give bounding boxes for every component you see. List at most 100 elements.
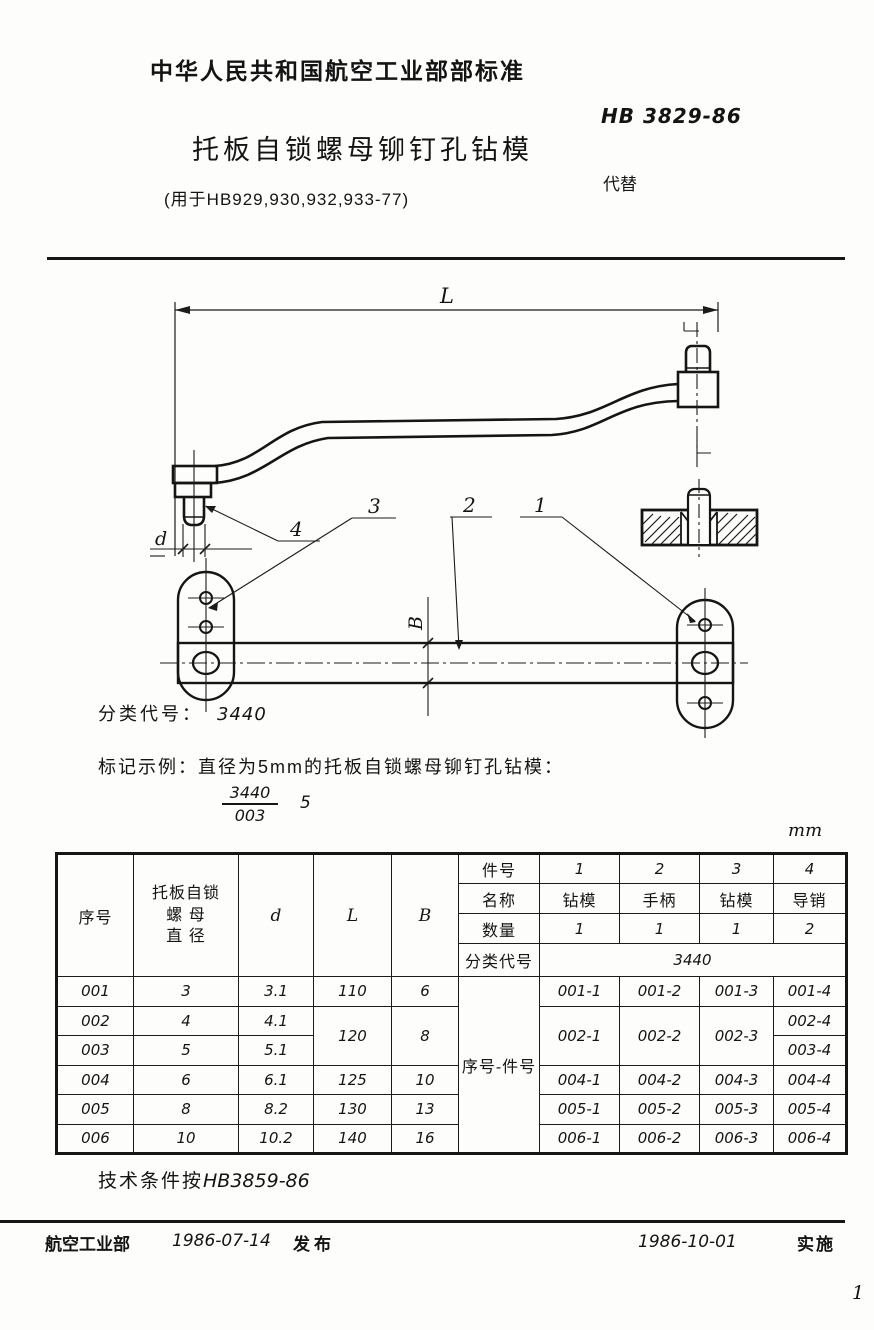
table-cell: 120	[313, 1005, 392, 1066]
table-cell: 130	[313, 1094, 392, 1125]
marking-example-suffix: 5	[300, 793, 311, 813]
table-cell: 003	[56, 1035, 134, 1066]
table-cell: 16	[391, 1123, 459, 1154]
dimension-L	[174, 302, 719, 556]
standard-number: HB 3829-86	[601, 104, 742, 128]
leader2-arrow	[455, 640, 463, 650]
tech-note-standard: HB3859-86	[203, 1170, 310, 1192]
table-cell: 10.2	[238, 1123, 314, 1154]
table-cell: 005-3	[699, 1094, 774, 1125]
table-cell: 004-4	[773, 1064, 847, 1095]
document-title: 托板自锁螺母铆钉孔钻模	[192, 135, 533, 165]
col-header-L: L	[313, 853, 392, 977]
classification-line: 分类代号： 3440	[98, 700, 267, 726]
table-cell: 001	[56, 976, 134, 1007]
table-cell: 005-2	[619, 1094, 700, 1125]
table-cell: 006-1	[539, 1123, 620, 1154]
table-cell: 钻模	[699, 883, 774, 914]
table-cell: 1	[539, 853, 620, 884]
dim-B-label: B	[405, 616, 427, 631]
centerlines-side	[193, 322, 711, 562]
diameter-header-line1: 托板自锁	[151, 885, 220, 903]
table-cell: 6.1	[238, 1064, 314, 1095]
col-header-seq: 序号	[56, 853, 134, 977]
table-cell: 004-3	[699, 1064, 774, 1095]
handle-side-view	[171, 344, 720, 527]
table-cell: 10	[133, 1123, 239, 1154]
leader1-arrow	[687, 613, 696, 623]
table-cell: 6	[391, 976, 459, 1007]
marking-example-text: 标记示例：直径为5mm的托板自锁螺母铆钉孔钻模：	[98, 757, 564, 777]
class-code-value: 3440	[539, 943, 847, 977]
table-cell: 2	[619, 853, 700, 884]
table-cell: 005-4	[773, 1094, 847, 1125]
fraction-denominator: 003	[234, 806, 266, 825]
fraction-numerator: 3440	[222, 783, 278, 805]
technical-conditions-note: 技术条件按HB3859-86	[98, 1166, 310, 1193]
table-cell: 2	[773, 913, 847, 944]
leader4-arrow	[205, 506, 216, 513]
table-cell: 002-4	[773, 1005, 847, 1036]
diameter-header-line2: 螺 母	[166, 906, 206, 924]
table-cell: 004	[56, 1064, 134, 1095]
table-cell: 140	[313, 1123, 392, 1154]
table-cell: 8.2	[238, 1094, 314, 1125]
table-cell: 004-1	[539, 1064, 620, 1095]
table-cell: 110	[313, 976, 392, 1007]
row-header-qty: 数量	[458, 913, 540, 944]
table-cell: 001-2	[619, 976, 700, 1007]
table-unit-label: mm	[788, 820, 823, 841]
callout-1-label: 1	[534, 493, 547, 517]
table-cell: 005	[56, 1094, 134, 1125]
marking-example-fraction: 3440 003	[222, 783, 278, 825]
dim-arrow-left	[175, 306, 190, 314]
row-header-class-code: 分类代号	[458, 943, 540, 977]
table-cell: 5.1	[238, 1035, 314, 1066]
tech-note-prefix: 技术条件按	[98, 1171, 204, 1192]
callout-3-label: 3	[368, 494, 381, 518]
table-cell: 手柄	[619, 883, 700, 914]
footer-publish-label: 发布	[293, 1235, 335, 1254]
table-cell: 3.1	[238, 976, 314, 1007]
table-cell: 导销	[773, 883, 847, 914]
table-cell: 5	[133, 1035, 239, 1066]
callout-leaders	[205, 505, 696, 649]
plan-view	[160, 558, 748, 738]
table-cell: 3	[133, 976, 239, 1007]
classification-label: 分类代号：	[98, 704, 203, 724]
table-cell: 8	[391, 1005, 459, 1066]
table-cell: 8	[133, 1094, 239, 1125]
table-cell: 4	[773, 853, 847, 884]
table-cell: 1	[619, 913, 700, 944]
table-cell: 002-2	[619, 1005, 700, 1066]
table-cell: 006	[56, 1123, 134, 1154]
table-cell: 3	[699, 853, 774, 884]
table-cell: 10	[391, 1064, 459, 1095]
table-cell: 钻模	[539, 883, 620, 914]
application-note: (用于HB929,930,932,933-77)	[164, 190, 410, 209]
table-cell: 6	[133, 1064, 239, 1095]
cross-section-detail	[640, 479, 759, 557]
classification-value: 3440	[217, 704, 267, 725]
table-cell: 006-2	[619, 1123, 700, 1154]
replaces-label: 代替	[603, 175, 637, 194]
spec-table: 序号 托板自锁 螺 母 直 径 d L B 件号 1 2 3 4 名称 钻模 手…	[55, 852, 848, 1155]
leader3-arrow	[208, 602, 218, 611]
dimension-B	[422, 597, 434, 716]
dim-arrow-right	[703, 306, 718, 314]
table-cell: 1	[699, 913, 774, 944]
diameter-header-line3: 直 径	[166, 928, 206, 946]
footer-divider	[0, 1220, 845, 1223]
table-cell: 005-1	[539, 1094, 620, 1125]
row-header-name: 名称	[458, 883, 540, 914]
table-cell: 1	[539, 913, 620, 944]
technical-drawing: L d	[150, 284, 759, 738]
col-header-diameter: 托板自锁 螺 母 直 径	[133, 853, 239, 977]
table-cell: 001-1	[539, 976, 620, 1007]
table-cell: 125	[313, 1064, 392, 1095]
callout-4-label: 4	[289, 517, 303, 541]
page-number: 1	[852, 1282, 865, 1304]
col-header-d: d	[238, 853, 314, 977]
footer-implement-label: 实施	[797, 1235, 835, 1254]
header-divider	[47, 257, 845, 260]
